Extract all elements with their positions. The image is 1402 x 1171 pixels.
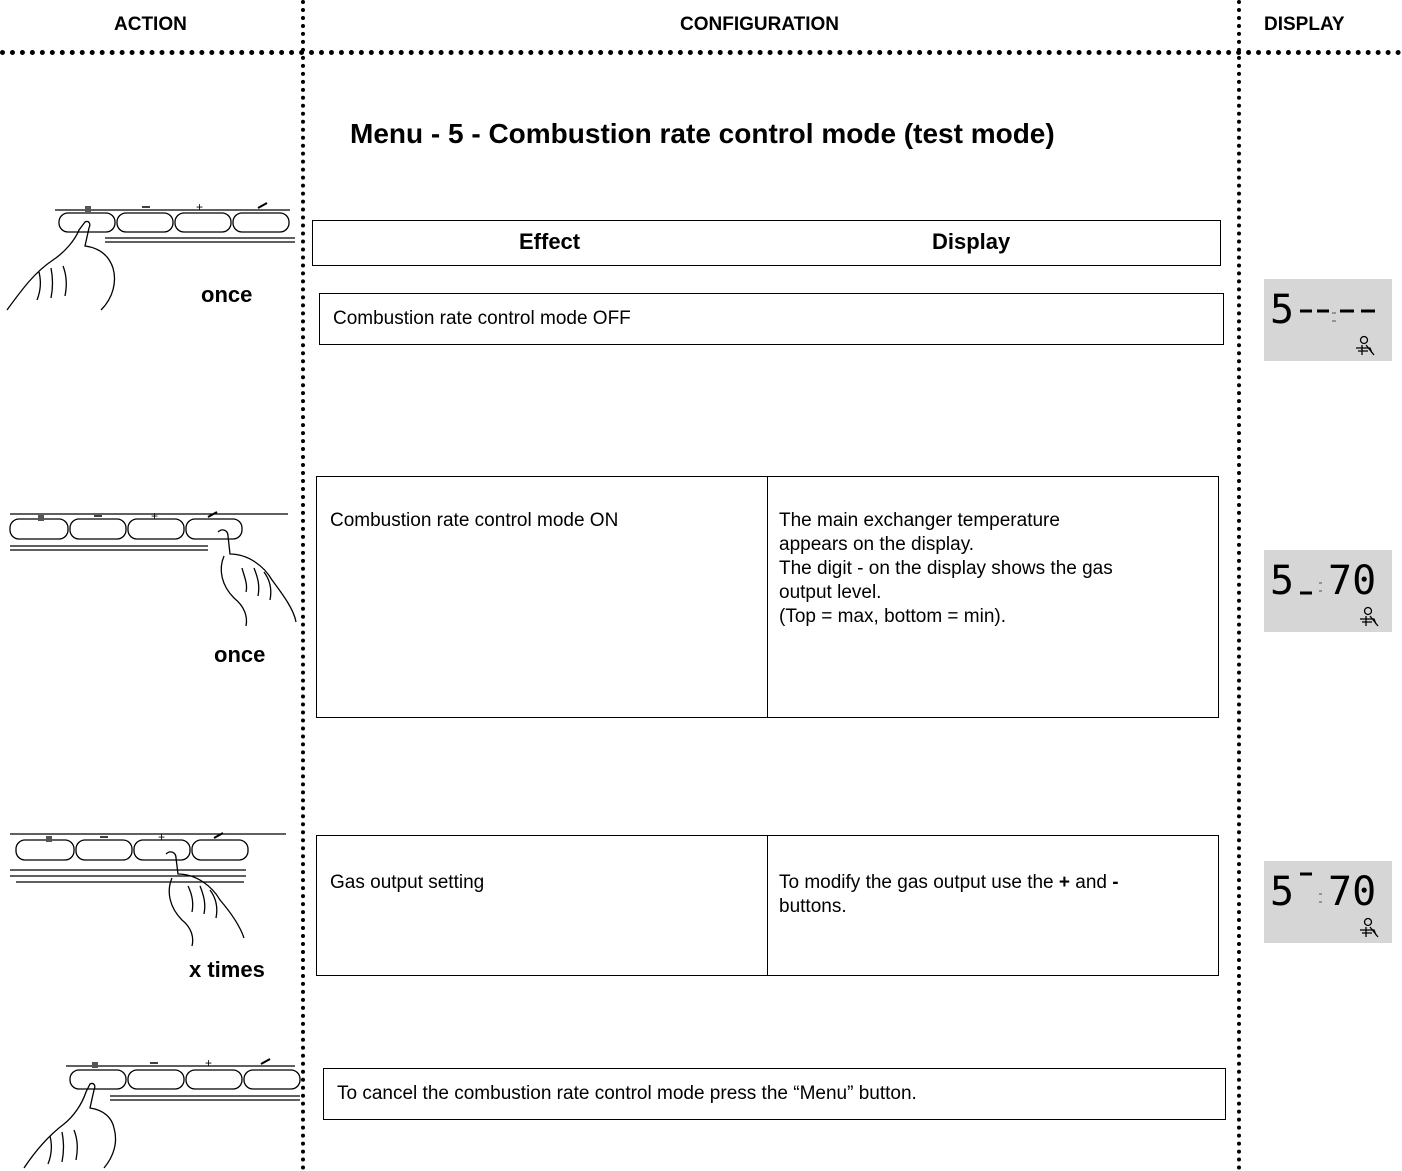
step-3-divider [767,836,768,975]
minus-sign: - [1112,872,1119,893]
lcd-display-step-2: 5 70 [1264,550,1392,632]
step-3-display-post: buttons. [779,896,847,917]
plus-sign: + [1058,872,1071,893]
table-header: Effect Display [312,220,1221,266]
burner-icon [1356,335,1375,356]
step-2-action-label: once [214,642,266,667]
svg-text:5: 5 [1270,287,1294,333]
svg-text:+: + [205,1056,212,1070]
burner-icon [1360,917,1379,938]
wrench-icon [257,202,268,209]
step-2-display-line-1: The main exchanger temperature [779,510,1060,531]
lcd-display-step-3: 5 70 [1264,861,1392,943]
keypad-illustration-menu-press: + [6,200,295,311]
step-3-display-pre: To modify the gas output use the [779,872,1059,893]
header-action: ACTION [114,14,187,35]
step-2-divider [767,477,768,717]
step-3-display-mid: and [1070,872,1113,893]
svg-text:+: + [158,830,165,844]
svg-text:5: 5 [1270,558,1294,604]
column-separator-right [1237,0,1241,1171]
column-separator-left [301,0,305,1171]
step-2-display-text: The main exchanger temperature appears o… [779,509,1113,629]
wrench-icon [213,832,224,839]
page-title: Menu - 5 - Combustion rate control mode … [350,118,1055,149]
header-configuration: CONFIGURATION [680,14,840,35]
keypad-illustration-wrench-press: + [9,510,297,627]
svg-text:+: + [196,200,203,214]
lcd-display-step-1: 5 [1264,279,1392,361]
step-1-action-label: once [201,282,253,307]
wrench-icon [207,511,218,518]
step-3-action-label: x times [189,957,265,982]
step-4-effect: To cancel the combustion rate control mo… [337,1083,917,1104]
menu-icon [85,206,91,212]
step-2-display-line-3: The digit - on the display shows the gas [779,558,1113,579]
step-4-row: To cancel the combustion rate control mo… [323,1068,1226,1120]
step-2-display-line-5: (Top = max, bottom = min). [779,606,1007,627]
svg-text:70: 70 [1328,869,1376,915]
header-display: DISPLAY [1264,14,1345,35]
step-3-effect: Gas output setting [330,872,485,893]
step-2-display-line-2: appears on the display. [779,534,975,555]
step-2-row: Combustion rate control mode ON The main… [316,476,1219,718]
wrench-icon [260,1058,271,1065]
step-3-display-text: To modify the gas output use the + and -… [779,871,1119,919]
svg-text:5: 5 [1270,869,1294,915]
svg-text:+: + [151,510,158,523]
menu-icon [92,1062,98,1068]
burner-icon [1360,606,1379,627]
header-separator [0,50,1402,55]
step-1-row: Combustion rate control mode OFF [319,293,1224,345]
menu-icon [38,515,44,521]
keypad-illustration-plus-press: + [10,830,286,947]
svg-text:70: 70 [1328,558,1376,604]
step-3-row: Gas output setting To modify the gas out… [316,835,1219,976]
menu-icon [46,836,52,842]
step-1-effect: Combustion rate control mode OFF [333,308,631,329]
step-2-display-line-4: output level. [779,582,882,603]
table-header-display: Display [932,229,1011,254]
keypad-illustration-menu-cancel: + [23,1056,301,1169]
table-header-effect: Effect [519,229,581,254]
step-2-effect: Combustion rate control mode ON [330,510,619,531]
